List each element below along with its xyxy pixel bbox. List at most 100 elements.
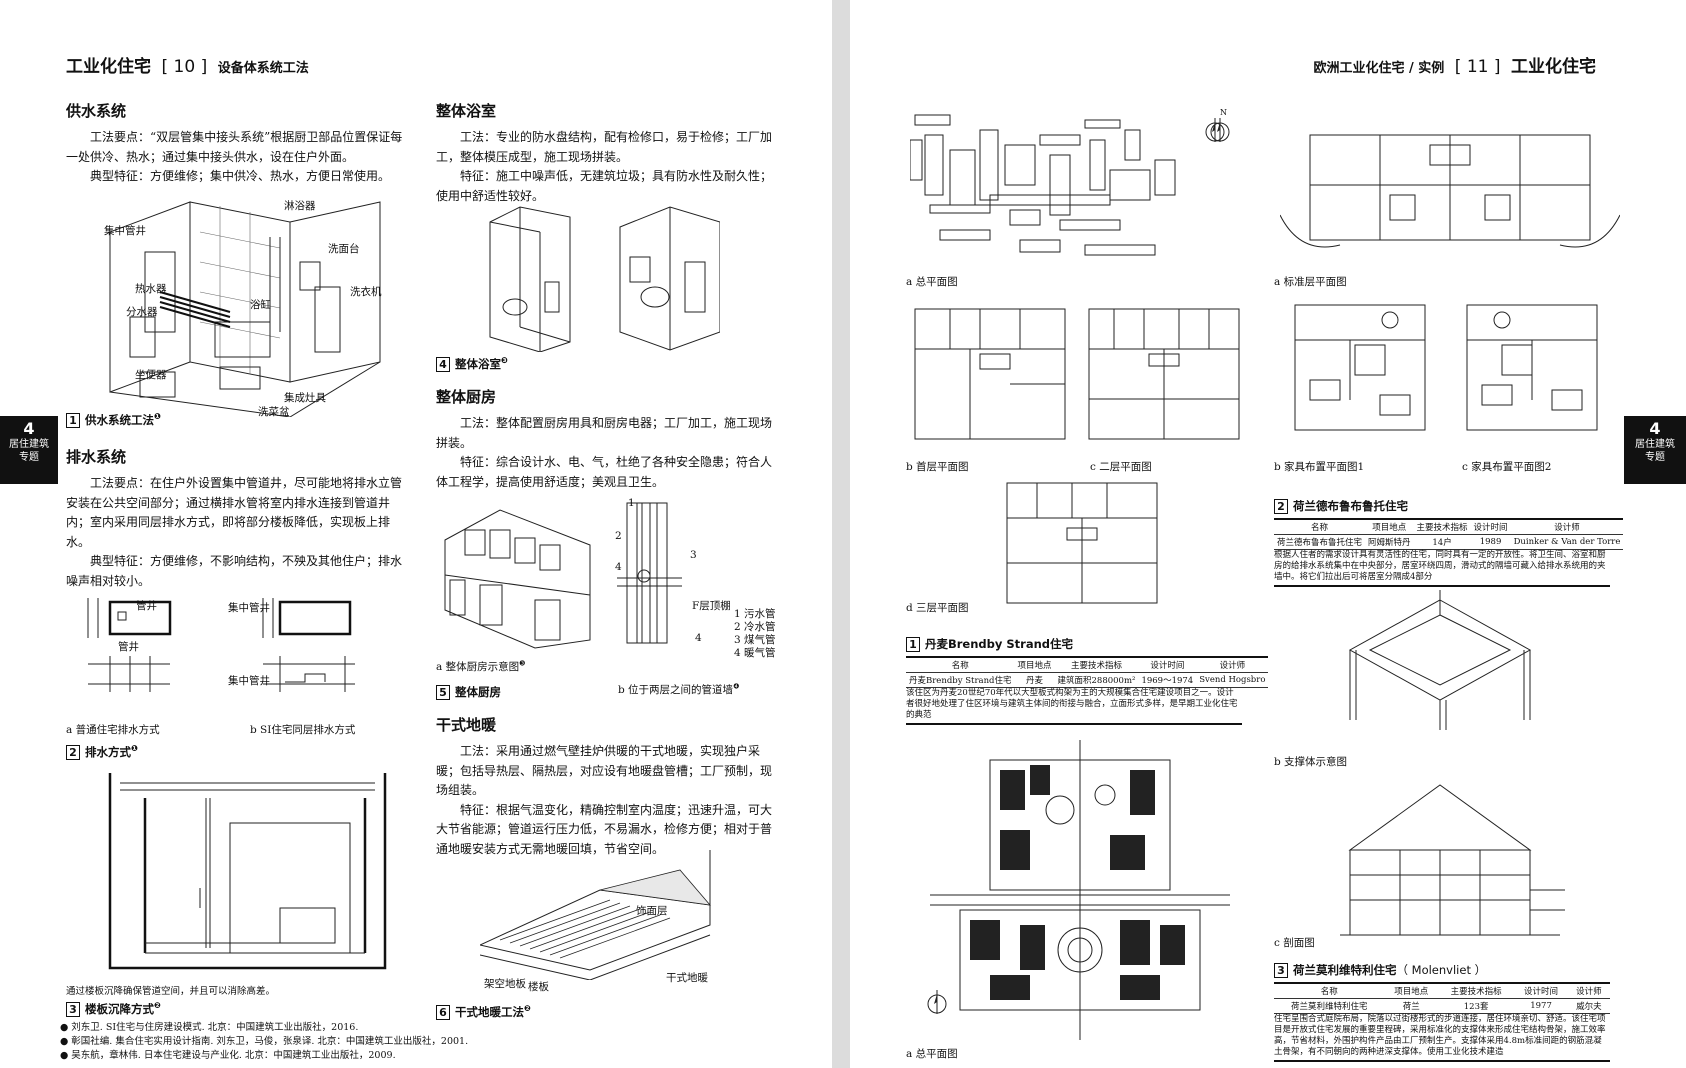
brendby-caption-b: b 首层平面图: [906, 461, 969, 473]
pipe-wall-illustration: [617, 502, 682, 644]
footnote-2: ● 彰国社编. 集合住宅实用设计指南. 刘东卫，马俊，张泉译. 北京：中国建筑工…: [60, 1036, 469, 1047]
figure-4-number: 4: [436, 357, 450, 372]
figure-3-title: 楼板沉降方式: [85, 1002, 154, 1016]
p2-th-indicator: 主要技术指标: [1413, 518, 1471, 535]
water-supply-p2: 典型特征：方便维修；集中供冷、热水，方便日常使用。: [90, 169, 391, 183]
brendby-caption-c: c 二层平面图: [1090, 461, 1152, 473]
label-raised-floor: 架空地板: [484, 978, 526, 990]
north-arrow-3: [1205, 118, 1225, 142]
p1-td-indicator: 建筑面积288000m²: [1054, 672, 1139, 688]
water-supply-p1: 工法要点：“双层管集中接头系统”根据厨卫部品位置保证每一处供冷、热水；通过集中接…: [66, 130, 403, 164]
label-dry-floor-heating: 干式地暖: [666, 972, 708, 984]
section-title-integrated-kitchen: 整体厨房: [436, 388, 497, 406]
project-1-info: 名称 项目地点 主要技术指标 设计时间 设计师 丹麦Brendby Strand…: [906, 656, 1269, 725]
pipe-legend-2: 2 冷水管: [734, 621, 776, 633]
pipe-legend: 1 污水管 2 冷水管 3 煤气管 4 暖气管: [734, 608, 776, 660]
project-3-name-en: （ Molenvliet ）: [1396, 963, 1487, 977]
label-central-shaft-d: 集中管井: [228, 675, 270, 687]
p1-td-designer: Svend Hogsbro: [1196, 672, 1269, 688]
label-shower: 淋浴器: [284, 200, 316, 212]
debrug-caption-support: b 支撑体示意图: [1274, 756, 1348, 768]
floor-heating-p1: 工法：采用通过燃气壁挂炉供暖的干式地暖，实现独户采暖；包括导热层、隔热层，对应设…: [436, 744, 773, 797]
figure-2-title: 排水方式: [85, 745, 131, 759]
kitchen-subcaption-a: a 整体厨房示意图❸: [436, 659, 526, 674]
p1-th-designer: 设计师: [1196, 656, 1269, 673]
brendby-caption-a: a 总平面图: [906, 276, 958, 288]
kitchen-subcaption-b: b 位于两层之间的管道墙❹: [618, 682, 740, 697]
brendby-site-plan: [910, 114, 1176, 256]
brendby-caption-d: d 三层平面图: [906, 602, 969, 614]
pipe-num-2: 2: [615, 530, 622, 542]
north-arrow-1: [1210, 118, 1230, 142]
bathroom-text: 工法：专业的防水盘结构，配有检修口，易于检修；工厂加工，整体模压成型，施工现场拼…: [436, 128, 776, 206]
floor-heating-text: 工法：采用通过燃气壁挂炉供暖的干式地暖，实现独户采暖；包括导热层、隔热层，对应设…: [436, 742, 776, 859]
debrug-caption-section: c 剖面图: [1274, 937, 1315, 949]
project-2-name: 荷兰德布鲁布鲁托住宅: [1293, 499, 1408, 513]
brendby-third-floor-plan: [1006, 482, 1158, 604]
pipe-num-4b: 4: [695, 632, 702, 644]
debrug-caption-a: a 标准层平面图: [1274, 276, 1347, 288]
project-3-description: 住宅呈围合式庭院布局，院落以过街楼形式的步道连接，居住环境亲切、舒适。该住宅项目…: [1274, 1014, 1610, 1062]
water-supply-text: 工法要点：“双层管集中接头系统”根据厨卫部品位置保证每一处供冷、热水；通过集中接…: [66, 128, 406, 187]
right-header-title: 工业化住宅: [1511, 57, 1596, 77]
pipe-num-1: 1: [628, 497, 635, 509]
kitchen-text: 工法：整体配置厨房用具和厨房电器；工厂加工，施工现场拼装。 特征：综合设计水、电…: [436, 414, 776, 492]
left-chapter-tab: 4 居住建筑 专题: [0, 416, 58, 484]
figure-5-caption: 5 整体厨房: [436, 684, 501, 700]
figure-5-number: 5: [436, 685, 450, 700]
pipe-num-4: 4: [615, 561, 622, 573]
north-label-1: N: [1220, 108, 1227, 117]
page-gutter: [832, 0, 850, 1068]
p3-th-designer: 设计师: [1567, 982, 1610, 999]
right-tab-line1: 居住建筑: [1635, 439, 1675, 450]
molenvliet-site-plan: [930, 740, 1230, 1040]
figure-5-title: 整体厨房: [455, 685, 501, 699]
label-vegetable-sink: 洗菜盆: [258, 406, 290, 418]
p3-td-indicator: 123套: [1437, 998, 1515, 1014]
label-manifold: 分水器: [126, 306, 158, 318]
bathroom-p1: 工法：专业的防水盘结构，配有检修口，易于检修；工厂加工，整体模压成型，施工现场拼…: [436, 130, 773, 164]
debrug-caption-b: b 家具布置平面图1: [1274, 461, 1365, 473]
pipe-num-3: 3: [690, 549, 697, 561]
left-tab-line2: 专题: [19, 452, 39, 463]
slab-note: 通过楼板沉降确保管道空间，并且可以消除高差。: [66, 986, 276, 997]
p1-th-name: 名称: [906, 656, 1015, 673]
section-title-water-supply: 供水系统: [66, 102, 127, 120]
debrug-furniture-plan-1: [1294, 304, 1426, 431]
bathroom-p2: 特征：施工中噪声低，无建筑垃圾；具有防水性及耐久性；使用中舒适性较好。: [436, 169, 773, 203]
p3-td-designer: 威尔夫: [1567, 998, 1610, 1014]
kitchen-illustration: [444, 509, 591, 649]
label-finish-layer: 饰面层: [636, 905, 668, 917]
left-tab-number: 4: [23, 419, 35, 438]
bathroom-illustration: [489, 206, 720, 352]
label-pipe-shaft-c: 管井: [118, 641, 139, 653]
p2-td-name: 荷兰德布鲁布鲁托住宅: [1274, 534, 1366, 550]
p3-td-location: 荷兰: [1384, 998, 1438, 1014]
right-page: 欧洲工业化住宅 / 实例 [ 11 ] 工业化住宅 4 居住建筑 专题 N a …: [850, 0, 1686, 1068]
drainage-subcaption-a: a 普通住宅排水方式: [66, 724, 160, 736]
p2-td-location: 阿姆斯特丹: [1365, 534, 1414, 550]
brendby-ground-floor-plan: [914, 308, 1066, 440]
right-tab-line2: 专题: [1645, 452, 1665, 463]
figure-1-title: 供水系统工法: [85, 413, 154, 427]
section-title-integrated-bathroom: 整体浴室: [436, 102, 497, 120]
debrug-furniture-plan-2: [1466, 304, 1598, 431]
figure-3-number: 3: [66, 1002, 80, 1017]
p3-th-indicator: 主要技术指标: [1437, 982, 1515, 999]
p3-th-name: 名称: [1274, 982, 1385, 999]
p2-td-time: 1989: [1470, 534, 1511, 550]
project-3-number: 3: [1274, 963, 1288, 978]
label-water-heater: 热水器: [135, 283, 167, 295]
label-wash-basin: 洗面台: [328, 243, 360, 255]
drainage-diagrams: [87, 598, 355, 692]
p3-th-time: 设计时间: [1514, 982, 1568, 999]
footnotes: ● 刘东卫. SI住宅与住房建设模式. 北京：中国建筑工业出版社，2016. ●…: [60, 1021, 760, 1063]
project-1-name: 丹麦Brendby Strand住宅: [925, 637, 1074, 651]
drainage-subcaption-b: b SI住宅同层排水方式: [250, 724, 356, 736]
label-washing-machine: 洗衣机: [350, 286, 382, 298]
left-header-title: 工业化住宅: [66, 57, 151, 77]
